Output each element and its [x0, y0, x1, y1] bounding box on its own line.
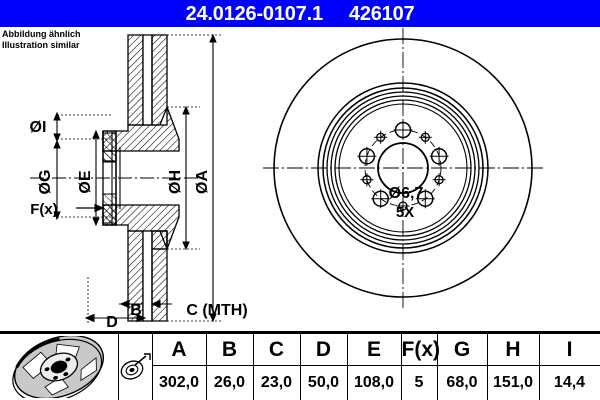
column-header-A: A — [151, 333, 207, 366]
illustration-note: Abbildung ähnlich Illustration similar — [2, 29, 81, 51]
label-D: D — [106, 314, 118, 329]
column-header-Fx: F(x) — [400, 333, 440, 366]
outer-diameter-circle — [273, 38, 533, 298]
cross-section-view: ØI ØG ØE ØH ØA F(x) B C (MTH) D — [30, 33, 248, 329]
value-B: 26,0 — [205, 365, 254, 400]
dimension-G — [53, 139, 112, 221]
dimension-I — [53, 111, 112, 143]
table-header-row: A B C D E F(x) G H I — [0, 333, 600, 400]
reference-number: 426107 — [348, 2, 415, 25]
header-bar: 24.0126-0107.1 426107 — [0, 0, 600, 27]
ring-3 — [326, 91, 480, 245]
value-G: 68,0 — [436, 365, 488, 400]
value-A: 302,0 — [151, 365, 207, 400]
column-header-H: H — [486, 333, 540, 366]
bolt-holes — [357, 120, 449, 209]
brake-disc-photo-cell — [0, 333, 119, 400]
ring-1 — [317, 82, 489, 254]
value-E: 108,0 — [346, 365, 402, 400]
brake-disc-photo-icon — [12, 336, 104, 398]
illustration-note-en: Illustration similar — [2, 40, 80, 50]
measurement-icon — [119, 351, 151, 383]
label-bolt-hole-count: 5X — [396, 204, 414, 221]
column-header-G: G — [436, 333, 488, 366]
label-diameter-A: ØA — [194, 170, 211, 194]
label-B: B — [130, 302, 142, 319]
drawing-area: ØI ØG ØE ØH ØA F(x) B C (MTH) D — [0, 27, 600, 329]
dimension-D — [84, 277, 147, 323]
column-header-C: C — [252, 333, 301, 366]
face-view: Ø6,7 5X — [263, 28, 543, 308]
dimension-H — [167, 105, 200, 251]
column-header-I: I — [538, 333, 600, 366]
small-holes — [360, 130, 446, 213]
ring-5 — [334, 99, 472, 237]
label-diameter-H: ØH — [167, 170, 184, 194]
column-header-D: D — [299, 333, 348, 366]
value-I: 14,4 — [538, 365, 600, 400]
label-Fx: F(x) — [30, 201, 58, 218]
value-Fx: 5 — [400, 365, 438, 400]
ring-2 — [322, 87, 484, 249]
dimension-A — [143, 33, 222, 323]
label-C: C (MTH) — [186, 302, 247, 319]
label-bolt-hole-diameter: Ø6,7 — [389, 185, 424, 202]
value-H: 151,0 — [486, 365, 540, 400]
dimension-B — [119, 299, 144, 321]
illustration-note-de: Abbildung ähnlich — [2, 29, 81, 39]
column-header-E: E — [346, 333, 402, 366]
column-header-B: B — [205, 333, 254, 366]
value-C: 23,0 — [252, 365, 301, 400]
center-bore-circle — [377, 142, 429, 194]
disc-profile-lower — [102, 204, 180, 322]
part-number: 24.0126-0107.1 — [185, 2, 324, 25]
label-diameter-E: ØE — [77, 170, 94, 193]
measurement-icon-cell — [117, 333, 153, 400]
ring-6 — [338, 103, 468, 233]
specification-table: A B C D E F(x) G H I 302,0 26,0 23,0 50,… — [0, 331, 600, 400]
dimension-C — [150, 299, 172, 321]
ring-4 — [330, 95, 476, 241]
label-diameter-I: ØI — [30, 119, 47, 136]
label-diameter-G: ØG — [37, 170, 54, 195]
dimension-Fx — [76, 203, 105, 213]
value-D: 50,0 — [299, 365, 348, 400]
